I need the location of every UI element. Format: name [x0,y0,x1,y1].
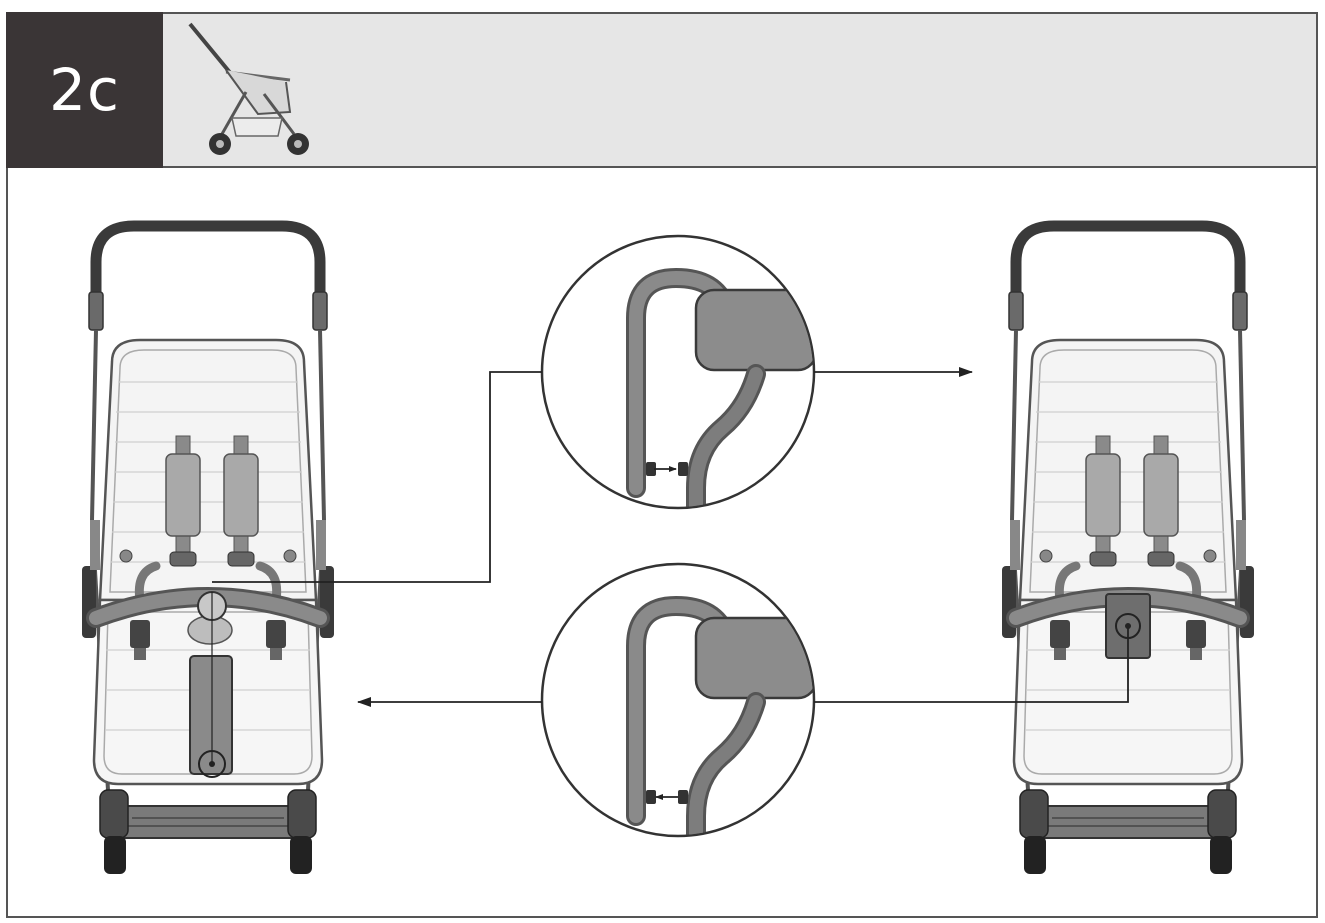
stroller-left [82,226,334,874]
step-number: 2c [49,56,120,124]
stroller-right [1002,226,1254,874]
stroller-thumbnail [188,22,309,155]
step-number-box [6,12,163,168]
leader-lines [212,367,1129,707]
detail-circle-top [540,234,816,510]
detail-circle-bottom [540,562,816,838]
